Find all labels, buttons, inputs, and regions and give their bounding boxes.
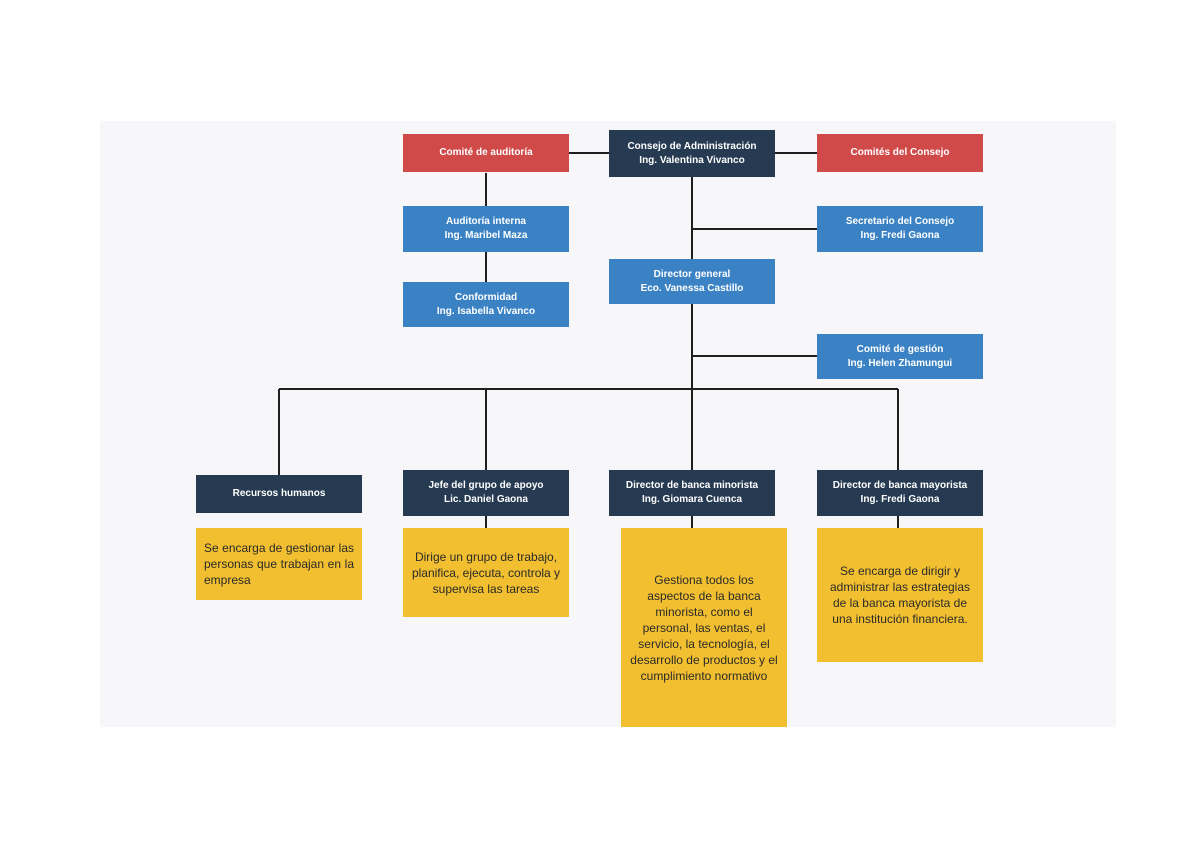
internal-audit-person: Ing. Maribel Maza [444, 230, 528, 241]
department-title: Director de banca mayorista [832, 480, 968, 491]
board-secretary-box[interactable]: Secretario del Consejo Ing. Fredi Gaona [817, 206, 983, 252]
audit-committee-title: Comité de auditoría [439, 147, 533, 158]
management-committee-title: Comité de gestión [856, 343, 944, 355]
compliance-title: Conformidad [454, 291, 518, 303]
department-box[interactable]: Recursos humanos [196, 475, 362, 513]
department-title: Recursos humanos [232, 488, 326, 499]
compliance-box[interactable]: Conformidad Ing. Isabella Vivanco [403, 282, 569, 327]
department-person: Ing. Giomara Cuenca [641, 494, 743, 505]
department-description: Dirige un grupo de trabajo, planifica, e… [403, 528, 569, 617]
department-title: Jefe del grupo de apoyo [428, 480, 544, 491]
description-text: Dirige un grupo de trabajo, planifica, e… [411, 549, 561, 596]
general-director-box[interactable]: Director general Eco. Vanessa Castillo [609, 259, 775, 304]
general-director-person: Eco. Vanessa Castillo [640, 282, 744, 294]
board-secretary-title: Secretario del Consejo [845, 216, 955, 227]
description-text: Se encarga de dirigir y administrar las … [829, 564, 971, 626]
management-committee-person: Ing. Helen Zhamungui [847, 357, 953, 369]
internal-audit-box[interactable]: Auditoría interna Ing. Maribel Maza [403, 206, 569, 252]
audit-committee-box[interactable]: Comité de auditoría [403, 134, 569, 172]
board-person: Ing. Valentina Vivanco [639, 154, 745, 166]
description-text: Gestiona todos los aspectos de la banca … [630, 572, 778, 683]
board-committees-title: Comités del Consejo [850, 147, 950, 158]
board-committees-box[interactable]: Comités del Consejo [817, 134, 983, 172]
description-text: Se encarga de gestionar las personas que… [204, 541, 354, 587]
department-description: Se encarga de gestionar las personas que… [196, 528, 362, 600]
department-box[interactable]: Director de banca minorista Ing. Giomara… [609, 470, 775, 516]
compliance-person: Ing. Isabella Vivanco [436, 305, 536, 317]
board-title: Consejo de Administración [627, 140, 757, 152]
department-box[interactable]: Jefe del grupo de apoyo Lic. Daniel Gaon… [403, 470, 569, 516]
board-secretary-person: Ing. Fredi Gaona [860, 230, 940, 241]
department-description: Se encarga de dirigir y administrar las … [817, 528, 983, 662]
board-box[interactable]: Consejo de Administración Ing. Valentina… [609, 130, 775, 177]
department-person: Lic. Daniel Gaona [444, 494, 528, 505]
internal-audit-title: Auditoría interna [445, 216, 526, 227]
department-person: Ing. Fredi Gaona [860, 494, 940, 505]
department-box[interactable]: Director de banca mayorista Ing. Fredi G… [817, 470, 983, 516]
management-committee-box[interactable]: Comité de gestión Ing. Helen Zhamungui [817, 334, 983, 379]
department-title: Director de banca minorista [625, 480, 759, 491]
department-description: Gestiona todos los aspectos de la banca … [621, 528, 787, 727]
general-director-title: Director general [653, 268, 731, 280]
